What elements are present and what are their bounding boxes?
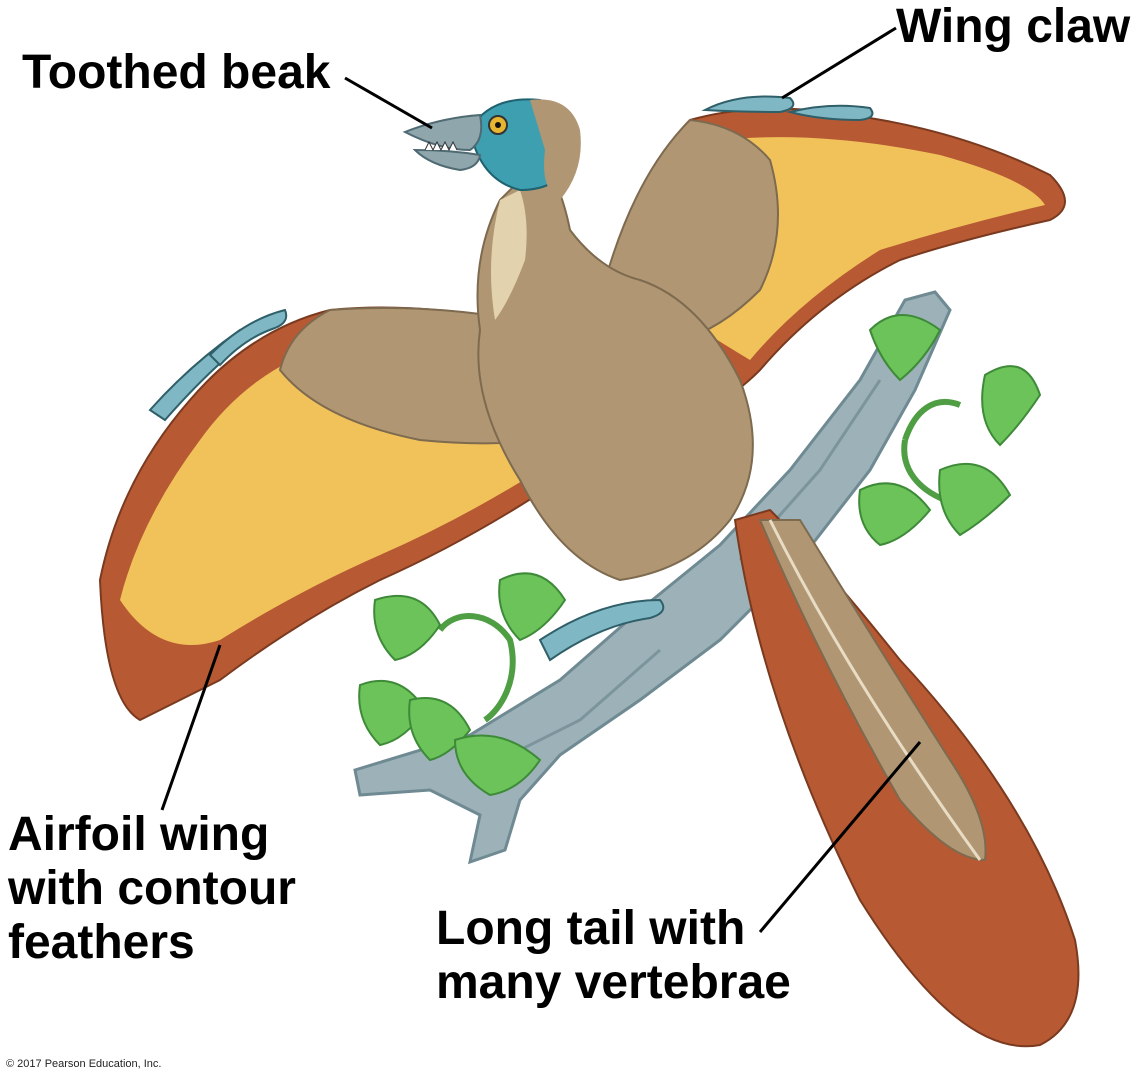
label-long-tail: Long tail with many vertebrae — [436, 902, 791, 1010]
label-toothed-beak: Toothed beak — [22, 46, 330, 100]
long-tail — [733, 508, 1080, 1048]
label-wing-claw-text: Wing claw — [896, 0, 1131, 53]
label-airfoil-wing: Airfoil wing with contour feathers — [8, 808, 296, 970]
wing-claws — [148, 95, 874, 662]
airfoil-wing-leader — [160, 644, 222, 811]
ginkgo-leaves-right — [858, 314, 1042, 547]
label-airfoil-wing-line-2: with contour — [8, 862, 296, 915]
ginkgo-leaves-left — [358, 572, 567, 797]
label-airfoil-wing-line-3: feathers — [8, 916, 195, 969]
toothed-beak-leader — [344, 76, 433, 130]
long-tail-leader — [758, 741, 922, 933]
bird-body — [476, 158, 754, 582]
copyright-notice: © 2017 Pearson Education, Inc. — [6, 1058, 162, 1070]
label-long-tail-line-2: many vertebrae — [436, 956, 791, 1009]
label-wing-claw: Wing claw — [896, 0, 1130, 54]
leader-lines — [160, 26, 922, 933]
wing-claw-leader — [781, 26, 897, 100]
label-toothed-beak-text: Toothed beak — [22, 46, 331, 99]
label-long-tail-line-1: Long tail with — [436, 902, 746, 955]
right-wing — [598, 107, 1066, 403]
label-airfoil-wing-line-1: Airfoil wing — [8, 808, 270, 861]
bird-head — [402, 98, 581, 200]
